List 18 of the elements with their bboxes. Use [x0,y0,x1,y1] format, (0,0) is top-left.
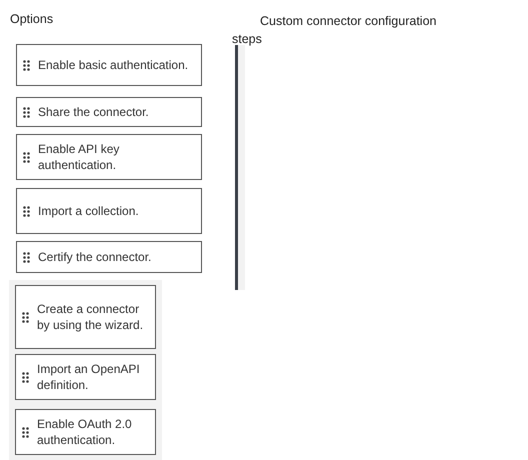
option-card [15,285,156,349]
option-text: Share the connector. [38,104,150,120]
option-card [15,354,156,400]
column-heading: Custom connector configuration steps [232,13,438,48]
option-text: Enable OAuth 2.0 authentication. [37,416,133,448]
option-card [15,409,156,455]
option-card [16,44,202,86]
option-card [16,188,202,234]
option-text: Enable API key authentication. [38,141,120,173]
option-text: Enable basic authentication. [38,57,190,73]
option-text: Import a collection. [38,203,140,219]
option-text: Certify the connector. [38,249,152,265]
option-card [16,241,202,273]
option-card [16,134,202,180]
option-text: Import an OpenAPI definition. [37,361,141,393]
option-card [16,97,202,127]
option-text: Create a connector by using the wizard. [37,301,144,333]
column-heading: Options [10,11,54,28]
